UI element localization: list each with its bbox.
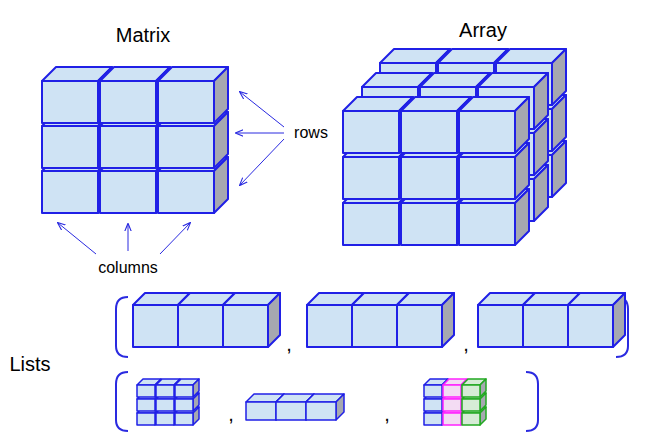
- cube-side: [268, 293, 280, 347]
- cube-front: [401, 111, 457, 153]
- cube-front: [343, 203, 399, 245]
- cube-front: [42, 126, 98, 168]
- cube: [459, 97, 529, 153]
- columns-leader: [58, 223, 96, 254]
- list-bracket: [116, 297, 128, 357]
- list-brackets: [116, 297, 628, 431]
- cube-side: [214, 67, 228, 123]
- list-bracket: [526, 372, 538, 431]
- cube-front: [175, 413, 193, 425]
- cube-front: [158, 171, 214, 213]
- cube-front: [443, 385, 461, 397]
- cube-front: [401, 157, 457, 199]
- columns-leader: [160, 223, 190, 254]
- title-label: Lists: [9, 354, 50, 374]
- list-bracket: [116, 372, 128, 431]
- cube-front: [156, 399, 174, 411]
- cube: [306, 394, 344, 420]
- cube-front: [459, 111, 515, 153]
- cube-side: [515, 97, 529, 153]
- cube: [568, 293, 625, 347]
- cube: [223, 293, 280, 347]
- separator-comma: ,: [463, 334, 469, 354]
- cube-side: [534, 73, 548, 129]
- cube-front: [158, 81, 214, 123]
- title-label: Matrix: [116, 25, 170, 45]
- cube-front: [424, 385, 442, 397]
- cube-illustration: [42, 49, 625, 425]
- cube-front: [246, 402, 276, 420]
- cube-front: [443, 413, 461, 425]
- cube-front: [424, 413, 442, 425]
- separator-comma: ,: [228, 404, 234, 424]
- cube-front: [459, 157, 515, 199]
- cube-front: [459, 203, 515, 245]
- cube-front: [307, 305, 352, 347]
- separator-comma: ,: [384, 404, 390, 424]
- columns-leader: [128, 224, 129, 251]
- cube-front: [401, 203, 457, 245]
- cube: [397, 293, 454, 347]
- cube-front: [175, 385, 193, 397]
- rows-leader: [236, 133, 284, 134]
- cube-front: [42, 81, 98, 123]
- cube-front: [276, 402, 306, 420]
- separator-comma: ,: [286, 334, 292, 354]
- rows-leader: [240, 139, 284, 185]
- cube: [462, 379, 486, 397]
- rows-label: rows: [294, 125, 328, 141]
- cube-side: [336, 394, 344, 420]
- cube-front: [397, 305, 442, 347]
- cube-front: [306, 402, 336, 420]
- cube-front: [343, 157, 399, 199]
- cube-front: [462, 385, 480, 397]
- cube: [158, 67, 228, 123]
- cube-front: [178, 305, 223, 347]
- cube-front: [137, 385, 155, 397]
- cube-front: [343, 111, 399, 153]
- cube-front: [352, 305, 397, 347]
- cube-front: [443, 399, 461, 411]
- cube-side: [442, 293, 454, 347]
- cube-front: [100, 126, 156, 168]
- title-label: Array: [459, 20, 507, 40]
- rows-leader: [240, 92, 284, 127]
- cube-front: [523, 305, 568, 347]
- cube-side: [480, 379, 486, 397]
- cube-front: [424, 399, 442, 411]
- cube-front: [175, 399, 193, 411]
- cube-front: [137, 399, 155, 411]
- cube-front: [156, 413, 174, 425]
- cube: [175, 379, 199, 397]
- cube-front: [478, 305, 523, 347]
- cube-front: [568, 305, 613, 347]
- cube-front: [156, 385, 174, 397]
- columns-label: columns: [98, 260, 158, 276]
- cube-front: [133, 305, 178, 347]
- cube-side: [552, 49, 566, 105]
- cube-front: [158, 126, 214, 168]
- cube-front: [462, 413, 480, 425]
- cube-front: [42, 171, 98, 213]
- cube-side: [193, 379, 199, 397]
- cube-side: [613, 293, 625, 347]
- cube-front: [137, 413, 155, 425]
- cube-front: [223, 305, 268, 347]
- cube-front: [462, 399, 480, 411]
- cube-front: [100, 81, 156, 123]
- cube-front: [100, 171, 156, 213]
